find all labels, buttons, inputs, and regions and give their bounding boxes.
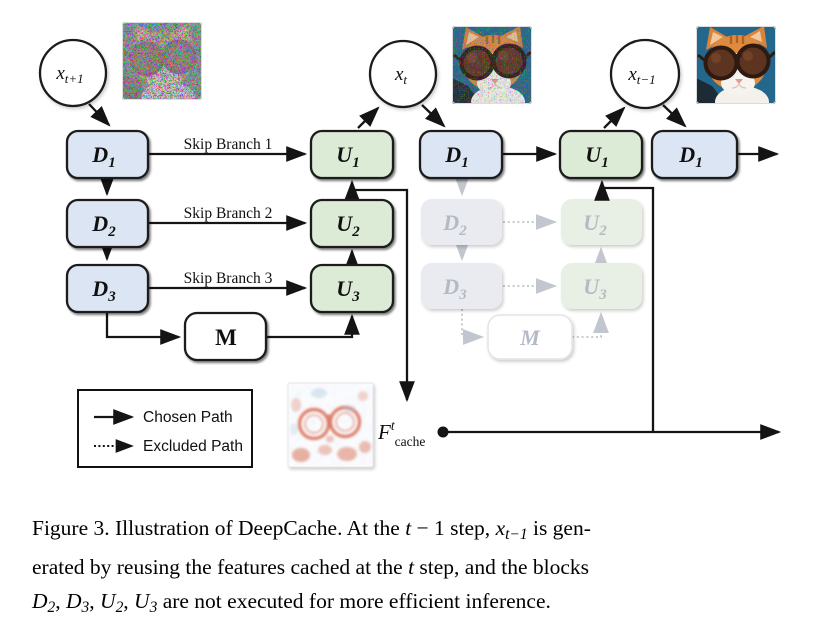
block-d3-label: D3	[91, 276, 116, 305]
skip-branch-3-label: Skip Branch 3	[184, 270, 273, 287]
block-d2	[65, 198, 150, 249]
x-t-circle	[368, 39, 438, 109]
skip-branch-2-label: Skip Branch 2	[184, 205, 273, 222]
block-m-label: M	[215, 325, 237, 350]
faded-arrow-m-u3	[572, 311, 609, 338]
arrow-u1-xprev	[603, 106, 626, 129]
block-d2-faded	[421, 199, 502, 245]
legend-chosen-label: Chosen Path	[143, 409, 233, 426]
block-u2-label: U2	[336, 211, 360, 240]
block-d2-faded-label: D2	[442, 210, 467, 239]
skipped-blocks-group: D2 D3 U2 U3 M	[421, 199, 642, 360]
block-u3-faded	[561, 263, 642, 309]
block-u2-faded-label: U2	[583, 210, 607, 239]
block-u2	[309, 198, 395, 249]
block-u3-label: U3	[336, 276, 360, 305]
state-node-x-t: xt	[368, 39, 438, 109]
clean-cat-image	[696, 26, 776, 104]
block-d1	[65, 129, 150, 180]
cache-feature-label: Ftcache	[377, 418, 425, 449]
block-u2-faded	[561, 199, 642, 245]
block-d1-step-t-minus-1-label: D1	[678, 142, 702, 171]
legend: Chosen Path Excluded Path	[77, 389, 253, 468]
deepcache-diagram: xt+1 xt xt−1	[38, 22, 782, 468]
cached-feature-map-image	[287, 382, 374, 468]
skip-branch-1-label: Skip Branch 1	[184, 136, 273, 153]
state-node-x-prev: xt−1	[609, 38, 681, 110]
block-d3-faded	[421, 263, 502, 309]
arrow-d3-m	[105, 312, 182, 345]
arrow-m-u3	[266, 313, 360, 339]
block-u1-step-t-label: U1	[585, 142, 608, 171]
caption-line-3: D2, D3, U2, U3 are not executed for more…	[32, 588, 551, 616]
noisy-cat-image	[122, 22, 202, 100]
block-m	[183, 311, 268, 362]
x-next-circle	[38, 38, 108, 108]
block-d3	[65, 263, 150, 314]
faded-arrow-d3-m	[461, 309, 485, 345]
block-m-faded	[487, 314, 573, 360]
arrow-xt-d1	[421, 104, 446, 128]
chosen-path-arrows	[88, 103, 782, 440]
block-d1-step-t-label: D1	[444, 142, 468, 171]
block-d3-faded-label: D3	[442, 274, 467, 303]
block-d1-step-t	[418, 129, 504, 180]
x-prev-circle	[609, 38, 681, 110]
x-t-label: xt	[394, 64, 407, 87]
block-u3	[309, 263, 395, 314]
block-u1-label: U1	[336, 142, 359, 171]
partially-denoised-cat-image	[452, 26, 532, 104]
arrow-cache-down	[352, 188, 415, 403]
block-m-faded-label: M	[519, 325, 541, 350]
block-u1-step-t	[558, 129, 644, 180]
arrow-xnext-d1	[88, 103, 111, 127]
block-u3-faded-label: U3	[583, 274, 607, 303]
block-u1	[309, 129, 395, 180]
arrow-xprev-d1	[662, 104, 687, 128]
caption-line-2: erated by reusing the features cached at…	[32, 555, 589, 580]
x-next-label: xt+1	[55, 63, 83, 86]
cache-junction-dot	[437, 426, 449, 438]
legend-box	[77, 389, 253, 468]
block-d1-step-t-minus-1	[650, 129, 739, 180]
legend-excluded-label: Excluded Path	[143, 438, 243, 455]
arrow-cache-riser-u1	[594, 179, 655, 432]
block-d2-label: D2	[91, 211, 116, 240]
state-node-x-next: xt+1	[38, 38, 108, 108]
block-d1-label: D1	[91, 142, 115, 171]
arrow-u1-xt	[357, 106, 380, 129]
figure-caption: Figure 3. Illustration of DeepCache. At …	[32, 512, 798, 624]
x-prev-label: xt−1	[627, 64, 655, 87]
caption-line-1: Figure 3. Illustration of DeepCache. At …	[32, 516, 591, 543]
active-blocks-group: D1 D2 D3 M U1 U2 U3 D1 U1 D1	[65, 129, 739, 362]
